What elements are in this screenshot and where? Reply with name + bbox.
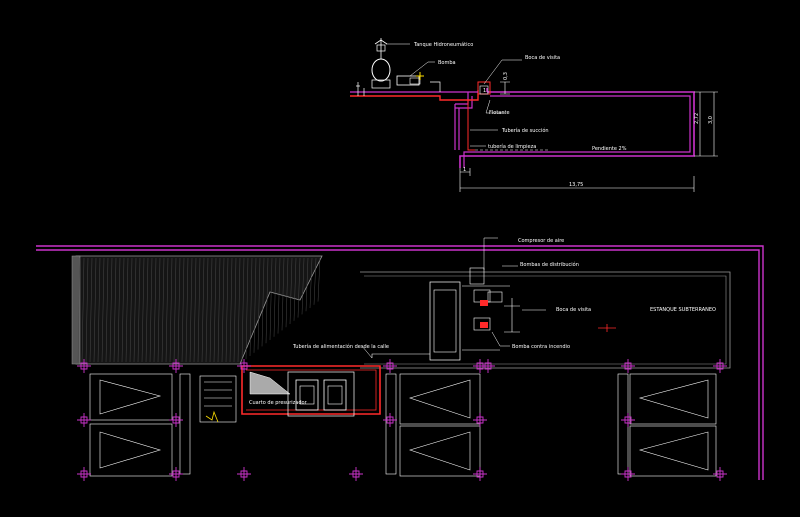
parking-bays-left xyxy=(89,373,191,477)
column-marker xyxy=(169,413,183,427)
label-drain-pipe: tubería de limpieza xyxy=(488,143,536,150)
hatch-pattern xyxy=(77,257,321,363)
column-marker xyxy=(237,359,251,373)
label-underground-tank: ESTANQUE SUBTERRANEO xyxy=(650,307,716,313)
label-distribution-pumps: Bombas de distribución xyxy=(520,261,579,268)
label-inspection-box-plan: Boca de visita xyxy=(556,307,591,313)
plan-view: ESTANQUE SUBTERRANEO Compresor de aire B… xyxy=(36,237,764,481)
label-float-valve: Flotante xyxy=(489,110,510,116)
column-marker xyxy=(169,467,183,481)
column-marker xyxy=(621,413,635,427)
column-marker xyxy=(713,359,727,373)
column-marker xyxy=(349,467,363,481)
column-marker xyxy=(473,413,487,427)
label-fire-pump: Bomba contra incendio xyxy=(512,344,570,350)
label-inspection-box-section: Boca de visita xyxy=(525,55,560,61)
column-marker xyxy=(77,413,91,427)
svg-text:1: 1 xyxy=(483,88,486,94)
pump-icon xyxy=(396,72,441,92)
column-marker xyxy=(237,467,251,481)
equipment-cluster xyxy=(429,267,520,361)
hydropneumatic-tank-icon xyxy=(371,38,391,89)
pressurization-room xyxy=(241,365,381,417)
column-marker xyxy=(169,359,183,373)
label-hydropneumatic-tank: Tanque Hidroneumático xyxy=(413,41,473,48)
label-street-feed-pipe: Tubería de alimentación desde la calle xyxy=(292,343,389,350)
column-marker xyxy=(383,413,397,427)
dim-height-a: 2,72 xyxy=(694,113,700,124)
parking-bays-middle xyxy=(385,373,481,477)
label-air-compressor: Compresor de aire xyxy=(518,238,564,244)
column-marker xyxy=(383,359,397,373)
column-marker xyxy=(621,467,635,481)
column-marker xyxy=(713,467,727,481)
dim-small-width: 1 xyxy=(463,167,466,173)
structural-columns xyxy=(77,359,727,481)
parking-bays-right xyxy=(617,373,717,477)
hatched-slab xyxy=(71,255,323,365)
column-marker xyxy=(473,467,487,481)
dim-small-height: 0,3 xyxy=(503,72,509,80)
label-pump: Bomba xyxy=(438,60,456,66)
stair xyxy=(199,375,237,423)
dim-length: 13,75 xyxy=(569,182,583,188)
label-slope: Pendiente 2% xyxy=(592,146,627,152)
label-suction-pipe: Tubería de succión xyxy=(501,127,549,134)
column-marker xyxy=(481,359,495,373)
column-marker xyxy=(77,359,91,373)
column-marker xyxy=(77,467,91,481)
dim-height-b: 3,0 xyxy=(708,116,714,124)
section-view: 1 0,3 Tanque Hidroneumático Bomba Boca xyxy=(350,38,718,192)
label-pressurization-room: Cuarto de presurizador xyxy=(249,400,308,406)
column-marker xyxy=(621,359,635,373)
